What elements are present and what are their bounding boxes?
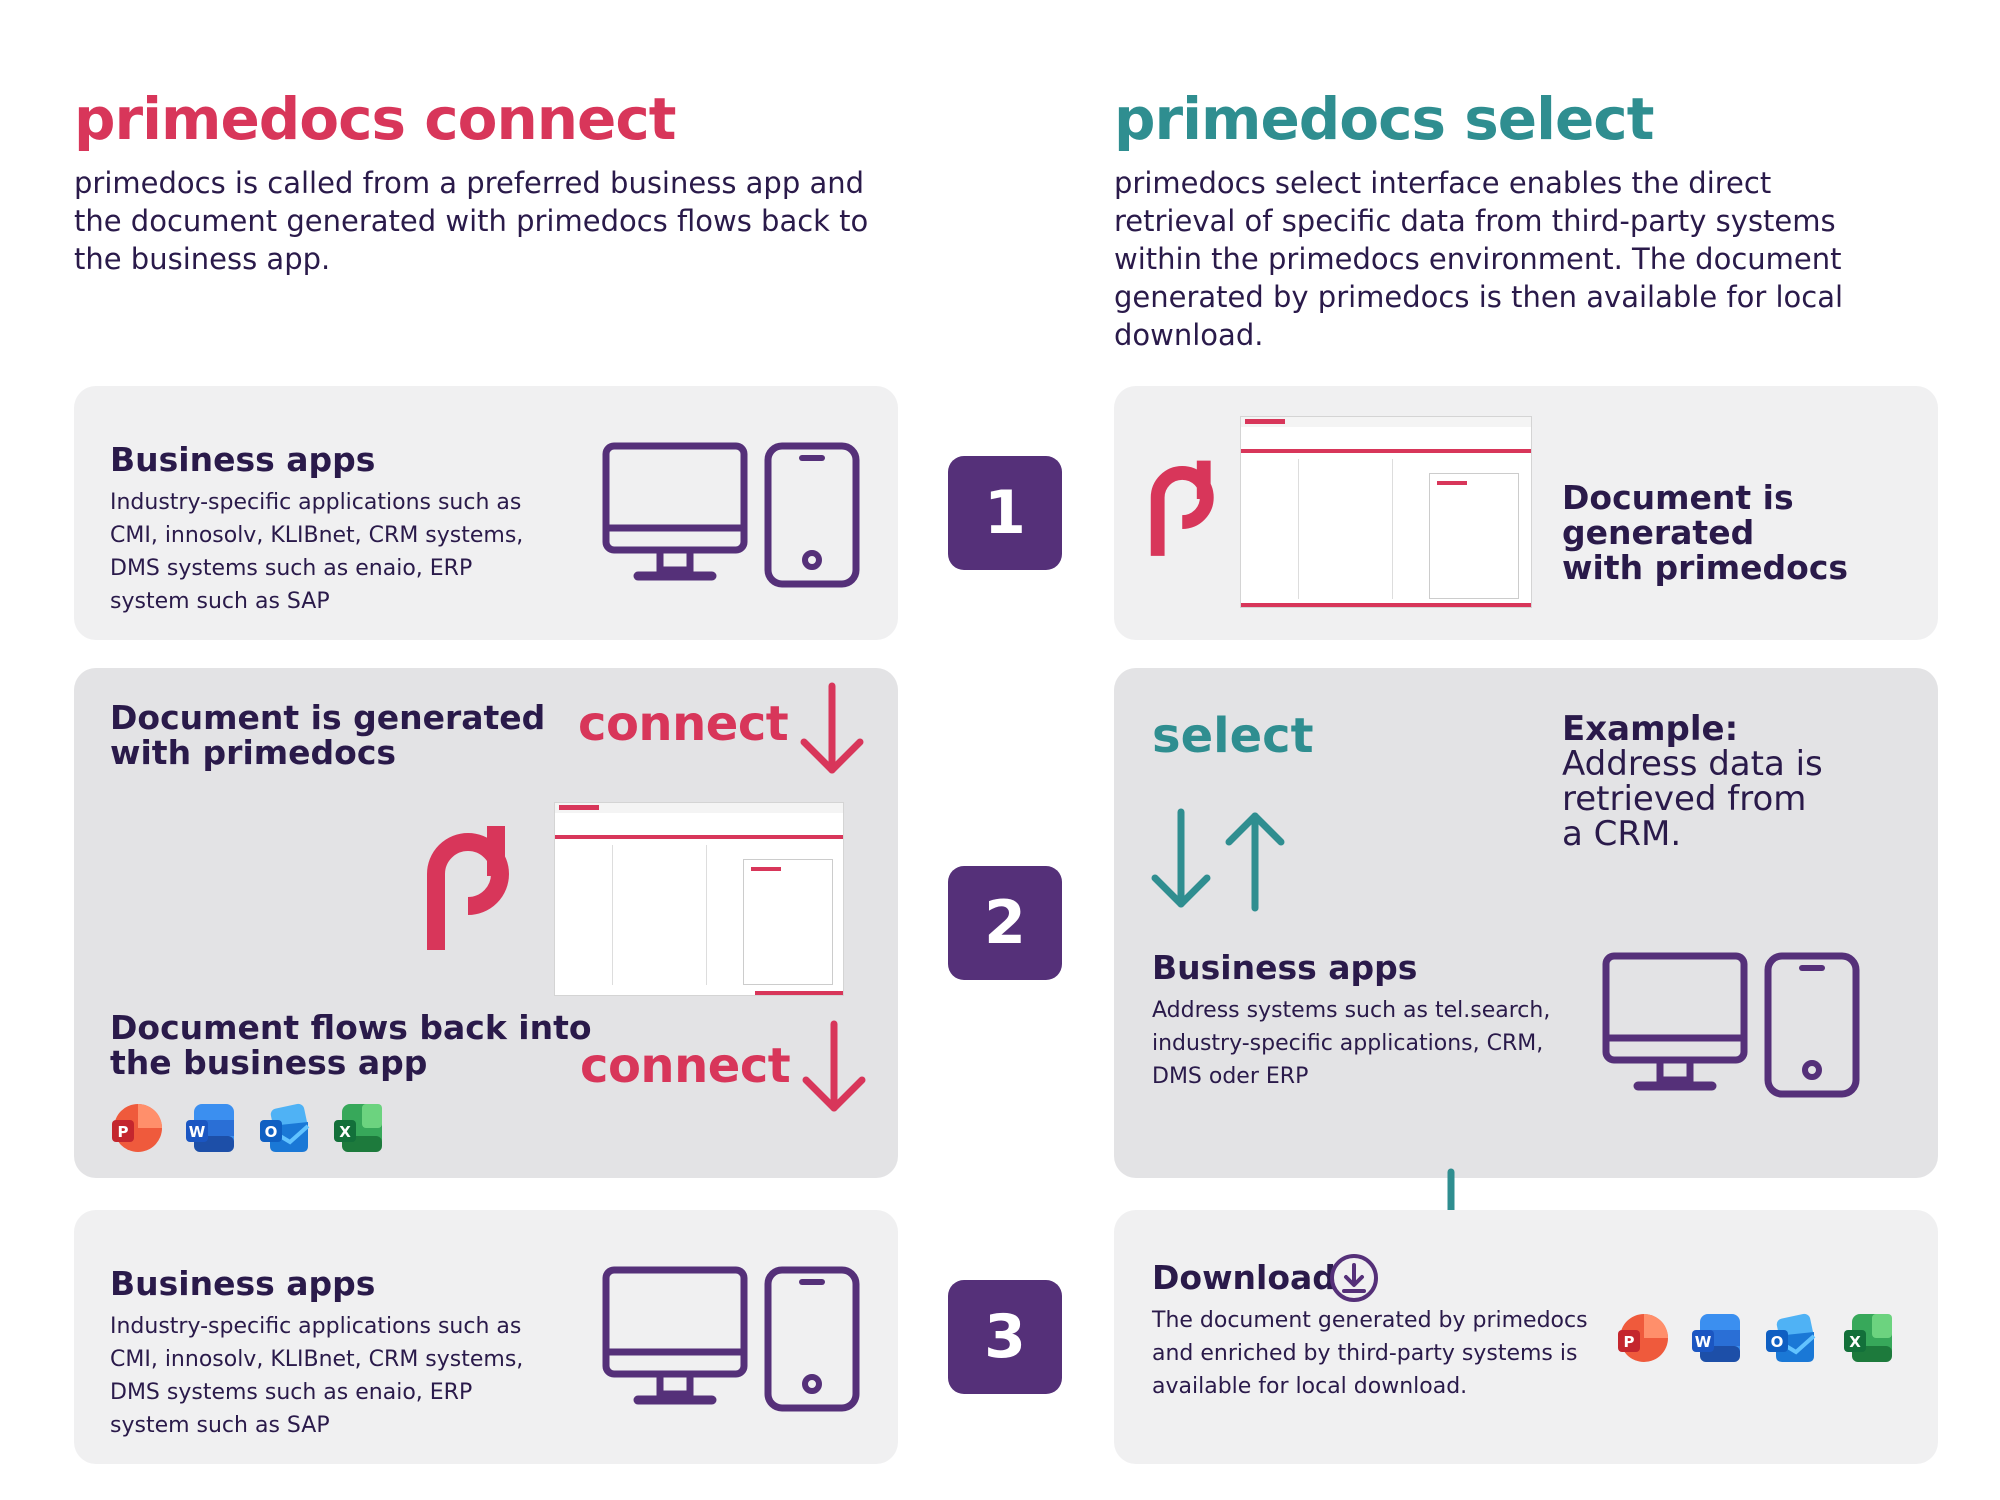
download-icon <box>1330 1254 1378 1302</box>
select-panel-download: Download The document generated by prime… <box>1114 1210 1938 1464</box>
monitor-icon <box>602 1266 748 1405</box>
connect-heading: primedocs connect <box>74 85 676 153</box>
svg-text:O: O <box>1771 1333 1784 1351</box>
panel-text: Industry-specific applications such as C… <box>110 1310 523 1442</box>
select-intro-line: within the primedocs environment. The do… <box>1114 242 1842 276</box>
select-panel-retrieval: select Example: Address data is retrieve… <box>1114 668 1938 1178</box>
smartphone-icon <box>764 442 860 588</box>
panel-title: Business apps <box>110 440 376 479</box>
example-line: a CRM. <box>1562 814 1682 854</box>
panel-text-line: system such as SAP <box>110 589 330 614</box>
select-intro-line: generated by primedocs is then available… <box>1114 280 1844 314</box>
panel-title-line: Document is generated <box>110 698 546 737</box>
panel-text-line: and enriched by third-party systems is <box>1152 1341 1578 1366</box>
outlook-icon: O <box>256 1100 312 1156</box>
panel-title: Document flows back into the business ap… <box>110 1010 592 1080</box>
connect-panel-business-apps-top: Business apps Industry-specific applicat… <box>74 386 898 640</box>
panel-text-line: system such as SAP <box>110 1413 330 1438</box>
example-label: Example: <box>1562 709 1739 749</box>
svg-text:W: W <box>1695 1333 1712 1351</box>
panel-text-line: DMS oder ERP <box>1152 1064 1309 1089</box>
panel-text-line: available for local download. <box>1152 1374 1468 1399</box>
panel-text-line: Industry-specific applications such as <box>110 490 522 515</box>
excel-icon: X <box>1840 1310 1896 1366</box>
connect-intro-line: primedocs is called from a preferred bus… <box>74 166 865 200</box>
connect-label-bottom: connect <box>580 1038 791 1094</box>
panel-text-line: The document generated by primedocs <box>1152 1308 1588 1333</box>
panel-text-line: Industry-specific applications such as <box>110 1314 522 1339</box>
panel-title: Document is generated with primedocs <box>1562 480 1848 585</box>
panel-title-line: Document flows back into <box>110 1008 592 1047</box>
select-heading: primedocs select <box>1114 85 1654 153</box>
panel-text-line: CMI, innosolv, KLIBnet, CRM systems, <box>110 1347 524 1372</box>
step-badge-1: 1 <box>948 456 1062 570</box>
panel-text: Industry-specific applications such as C… <box>110 486 523 618</box>
select-intro-line: primedocs select interface enables the d… <box>1114 166 1772 200</box>
smartphone-icon <box>1764 952 1860 1098</box>
svg-text:P: P <box>1624 1333 1635 1351</box>
connect-label-top: connect <box>578 696 789 752</box>
arrow-down-icon <box>802 1020 866 1112</box>
example-text: Example: Address data is retrieved from … <box>1562 712 1823 852</box>
panel-text: The document generated by primedocs and … <box>1152 1304 1588 1403</box>
panel-title: Document is generated with primedocs <box>110 700 545 770</box>
word-icon: W <box>182 1100 238 1156</box>
svg-text:W: W <box>189 1123 206 1141</box>
primedocs-logo-icon <box>1150 460 1214 556</box>
svg-text:X: X <box>1849 1333 1861 1351</box>
panel-title-line: with primedocs <box>110 733 397 772</box>
select-intro: primedocs select interface enables the d… <box>1114 164 1974 354</box>
connect-panel-generation: Document is generated with primedocs con… <box>74 668 898 1178</box>
excel-icon: X <box>330 1100 386 1156</box>
panel-text-line: DMS systems such as enaio, ERP <box>110 556 473 581</box>
panel-title-line: with primedocs <box>1562 548 1849 587</box>
panel-title: Business apps <box>110 1264 376 1303</box>
primedocs-screenshot <box>1240 416 1532 608</box>
select-intro-line: retrieval of specific data from third-pa… <box>1114 204 1836 238</box>
panel-title-line: Document is <box>1562 478 1794 517</box>
step-badge-3: 3 <box>948 1280 1062 1394</box>
monitor-icon <box>1602 952 1748 1091</box>
outlook-icon: O <box>1762 1310 1818 1366</box>
connect-intro-line: the document generated with primedocs fl… <box>74 204 869 238</box>
panel-text-line: Address systems such as tel.search, <box>1152 998 1551 1023</box>
panel-text: Address systems such as tel.search, indu… <box>1152 994 1550 1093</box>
connect-intro-line: the business app. <box>74 242 331 276</box>
example-line: retrieved from <box>1562 779 1807 819</box>
download-title: Download <box>1152 1258 1336 1297</box>
connect-intro: primedocs is called from a preferred bus… <box>74 164 934 278</box>
example-line: Address data is <box>1562 744 1823 784</box>
word-icon: W <box>1688 1310 1744 1366</box>
powerpoint-icon: P <box>1614 1310 1670 1366</box>
panel-title: Business apps <box>1152 948 1418 987</box>
select-panel-generation: Document is generated with primedocs <box>1114 386 1938 640</box>
step-badge-2: 2 <box>948 866 1062 980</box>
smartphone-icon <box>764 1266 860 1412</box>
connect-panel-business-apps-bottom: Business apps Industry-specific applicat… <box>74 1210 898 1464</box>
panel-title-line: the business app <box>110 1043 428 1082</box>
primedocs-screenshot <box>554 802 844 996</box>
panel-text-line: industry-specific applications, CRM, <box>1152 1031 1544 1056</box>
monitor-icon <box>602 442 748 581</box>
svg-text:X: X <box>339 1123 351 1141</box>
panel-text-line: DMS systems such as enaio, ERP <box>110 1380 473 1405</box>
panel-text-line: CMI, innosolv, KLIBnet, CRM systems, <box>110 523 524 548</box>
arrow-down-icon <box>800 682 864 774</box>
panel-title-line: generated <box>1562 513 1755 552</box>
svg-text:O: O <box>265 1123 278 1141</box>
arrow-up-icon <box>1225 812 1285 912</box>
powerpoint-icon: P <box>108 1100 164 1156</box>
primedocs-logo-icon <box>427 826 509 950</box>
select-label: select <box>1152 708 1314 764</box>
select-intro-line: download. <box>1114 318 1264 352</box>
svg-text:P: P <box>118 1123 129 1141</box>
arrow-down-icon <box>1151 808 1211 908</box>
